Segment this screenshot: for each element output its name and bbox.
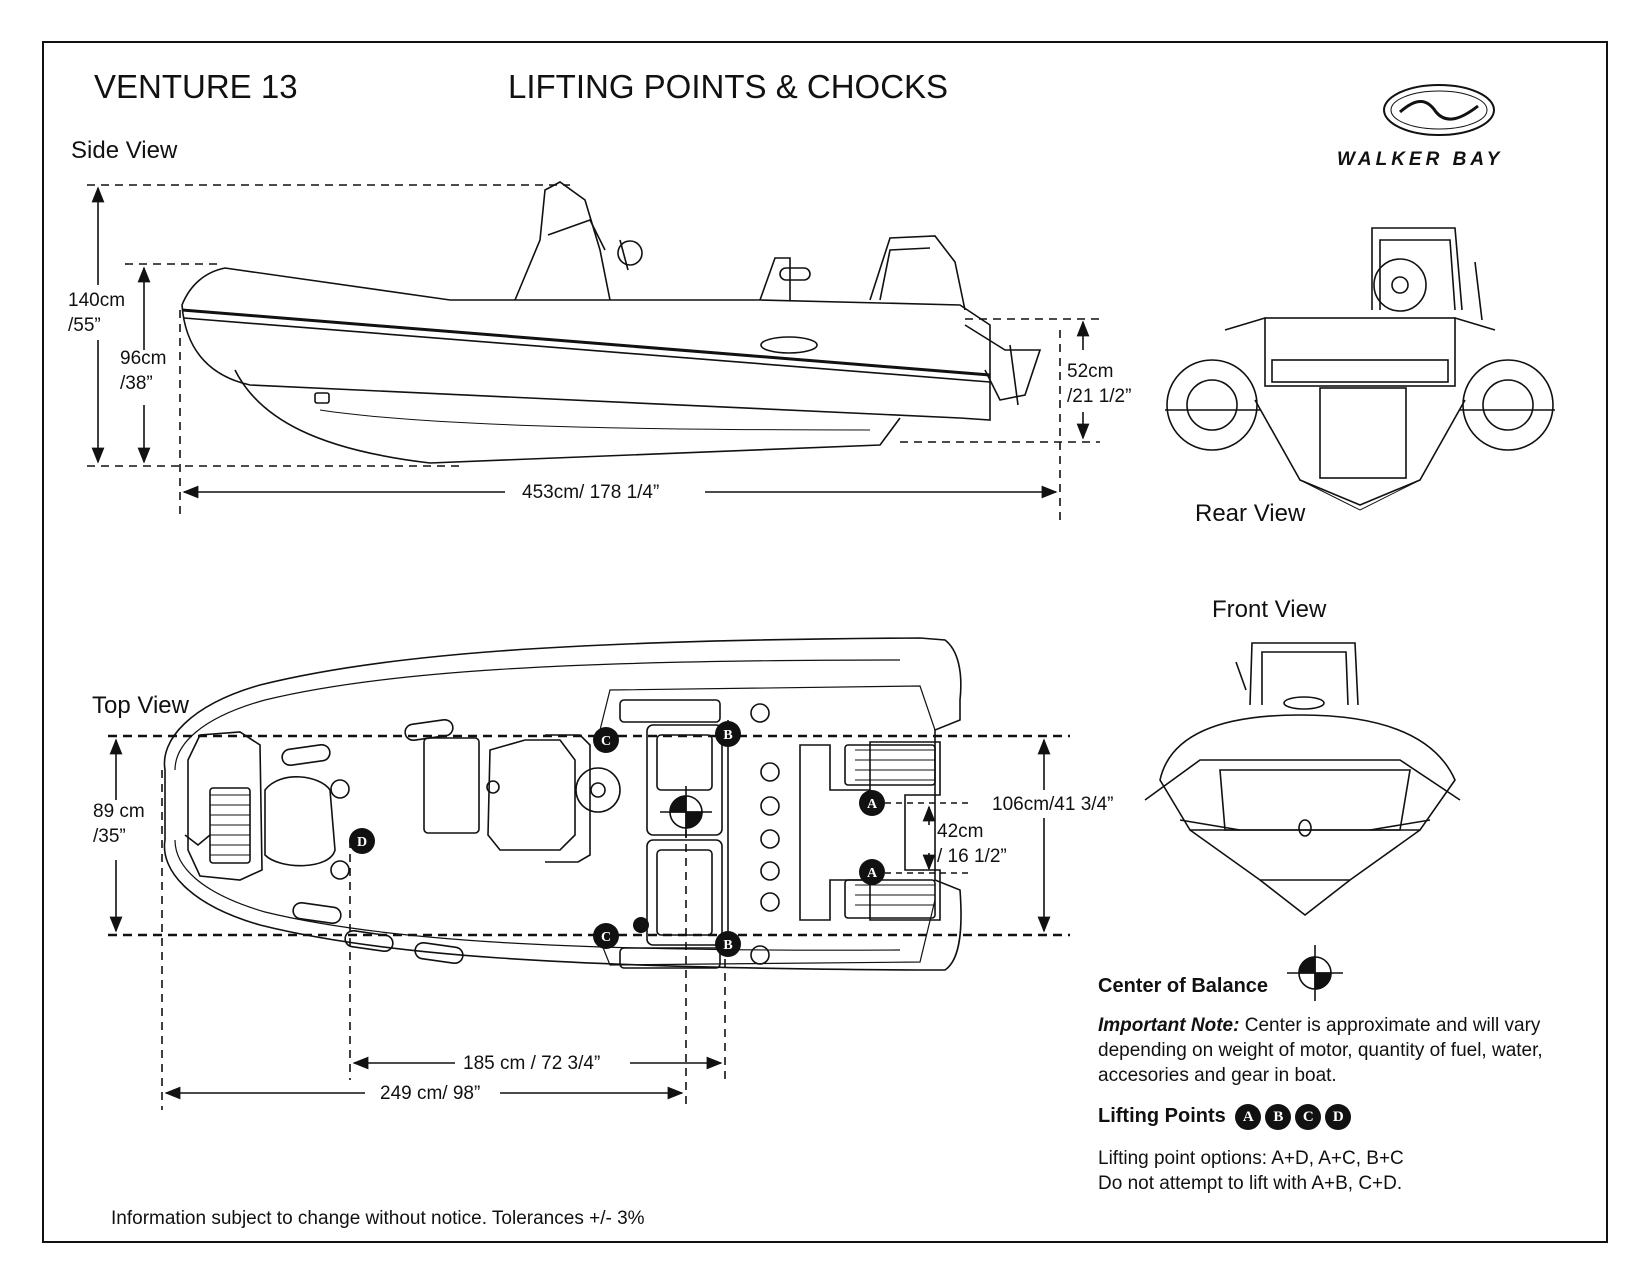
- dim-height-total: 140cm/55”: [68, 290, 126, 336]
- front-view-boat: [1144, 642, 1461, 917]
- side-view-label: Side View: [71, 137, 178, 164]
- drain-plug-marker: [633, 917, 649, 933]
- marker-label: A: [867, 797, 878, 812]
- brand-name: WALKER BAY: [1337, 149, 1504, 170]
- lifting-point-c-top: [593, 727, 619, 753]
- dim-transom: 52cm/21 1/2”: [1067, 361, 1132, 407]
- lifting-point-a-bottom: [859, 859, 885, 885]
- note-text: Center is approximate and will vary depe…: [1098, 1015, 1543, 1086]
- dim-a-spacing: 42cm/ 16 1/2”: [937, 821, 1007, 867]
- dim-cd-length: 185 cm / 72 3/4”: [463, 1053, 601, 1074]
- top-view-label: Top View: [92, 692, 189, 719]
- rear-view-boat: [1165, 227, 1555, 511]
- dim-height-tube: 96cm/38”: [120, 348, 167, 394]
- lifting-points-label: Lifting Points: [1098, 1105, 1226, 1127]
- center-of-balance-label: Center of Balance: [1098, 975, 1269, 997]
- lifting-warning: Do not attempt to lift with A+B, C+D.: [1098, 1173, 1403, 1194]
- marker-label: A: [867, 866, 878, 881]
- rear-view-label: Rear View: [1195, 500, 1306, 527]
- front-view-label: Front View: [1212, 596, 1327, 623]
- dim-d-length: 249 cm/ 98”: [380, 1083, 481, 1104]
- dim-inner-width: 89 cm/35”: [93, 801, 145, 847]
- lifting-point-markers: C C B B A A D: [349, 721, 885, 957]
- legend-badge-a: A: [1235, 1103, 1262, 1130]
- lifting-point-b-bottom: [715, 931, 741, 957]
- lifting-point-c-bottom: [593, 923, 619, 949]
- important-note: Important Note: Center is approximate an…: [1098, 1013, 1598, 1088]
- legend-badge-c: C: [1295, 1103, 1322, 1130]
- top-view-boat: [163, 637, 962, 971]
- lifting-options: Lifting point options: A+D, A+C, B+C: [1098, 1148, 1404, 1169]
- footer-disclaimer: Information subject to change without no…: [111, 1208, 645, 1229]
- center-of-balance-symbol: [1287, 945, 1343, 1001]
- marker-label: C: [601, 930, 611, 945]
- dim-length: 453cm/ 178 1/4”: [522, 482, 660, 503]
- legend-badge-b: B: [1265, 1103, 1292, 1130]
- drawing-frame: [42, 41, 1608, 1243]
- marker-label: C: [601, 734, 611, 749]
- page-title: LIFTING POINTS & CHOCKS: [508, 68, 949, 105]
- side-view-boat: [181, 181, 1042, 464]
- lifting-point-d: [349, 828, 375, 854]
- walker-bay-logo: [1383, 84, 1495, 136]
- legend-badge-d: D: [1325, 1103, 1352, 1130]
- top-view-dimensions: [108, 734, 1070, 1110]
- lifting-point-b-top: [715, 721, 741, 747]
- side-view-dimensions: [87, 184, 1100, 520]
- marker-label: B: [723, 728, 732, 743]
- lifting-point-a-top: [859, 790, 885, 816]
- marker-label: D: [357, 835, 367, 850]
- note-label: Important Note:: [1098, 1015, 1240, 1036]
- model-name: VENTURE 13: [94, 68, 298, 105]
- dim-beam: 106cm/41 3/4”: [992, 794, 1114, 815]
- marker-label: B: [723, 938, 732, 953]
